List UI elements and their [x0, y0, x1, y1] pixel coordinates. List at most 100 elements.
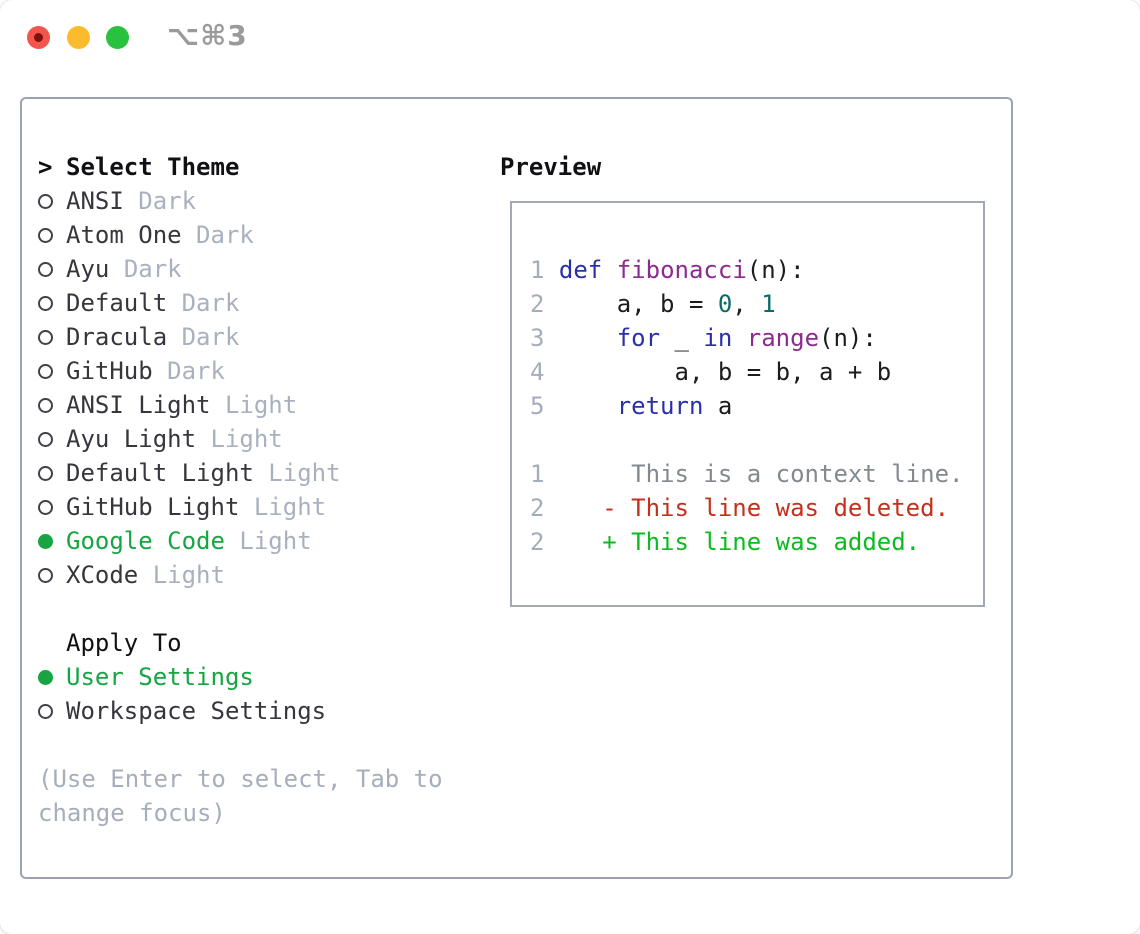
spacer	[38, 728, 443, 762]
theme-variant: Light	[152, 561, 225, 589]
apply-option[interactable]: Workspace Settings	[38, 694, 443, 728]
radio-icon	[38, 704, 53, 719]
theme-option[interactable]: Ayu Light Light	[38, 422, 443, 456]
code-segment: def	[558, 256, 603, 284]
theme-option[interactable]: XCode Light	[38, 558, 443, 592]
code-segment: 1	[530, 256, 545, 284]
code-segment: - This line was deleted.	[544, 494, 950, 522]
code-line: 5 return a	[530, 389, 983, 423]
radio-icon	[38, 432, 53, 447]
theme-variant: Light	[268, 459, 341, 487]
code-line: 1 def fibonacci(n):	[530, 253, 983, 287]
preview-title: Preview	[500, 153, 602, 181]
code-segment: 1	[530, 460, 545, 488]
code-segment: return	[616, 392, 704, 420]
cursor-prefix: >	[38, 153, 53, 181]
theme-name: Default	[66, 289, 168, 317]
theme-variant	[124, 184, 138, 218]
preview-pane: 1 def fibonacci(n): 2 a, b = 0, 1 3 for …	[510, 201, 985, 607]
apply-option[interactable]: User Settings	[38, 660, 443, 694]
radio-icon	[38, 330, 53, 345]
apply-option-label: User Settings	[66, 663, 254, 691]
theme-name: ANSI Light	[66, 391, 211, 419]
theme-name: GitHub Light	[66, 493, 240, 521]
code-segment: (n):	[819, 324, 877, 352]
theme-name: Dracula	[66, 323, 168, 351]
diff-added-line: 2 + This line was added.	[530, 525, 983, 559]
theme-option[interactable]: ANSI Light Light	[38, 388, 443, 422]
theme-option[interactable]: ANSI Dark	[38, 184, 443, 218]
diff-deleted-line: 2 - This line was deleted.	[530, 491, 983, 525]
code-segment: _	[660, 324, 704, 352]
code-segment: range	[746, 324, 820, 352]
radio-icon	[38, 466, 53, 481]
theme-variant: Dark	[196, 221, 254, 249]
theme-variant: Dark	[167, 357, 225, 385]
code-segment: a	[703, 392, 733, 420]
theme-name: Ayu Light	[66, 425, 197, 453]
radio-icon	[38, 568, 53, 583]
code-line: 2 a, b = 0, 1	[530, 287, 983, 321]
code-segment	[544, 324, 616, 352]
code-segment: (n):	[746, 256, 805, 284]
theme-variant: Light	[210, 425, 283, 453]
help-text-line: (Use Enter to select, Tab to	[38, 765, 443, 793]
code-segment	[530, 426, 544, 454]
theme-name: Google Code	[66, 527, 225, 555]
theme-name: Atom One	[66, 221, 182, 249]
radio-icon	[38, 398, 53, 413]
spacer	[38, 592, 443, 626]
theme-option[interactable]: Atom One Dark	[38, 218, 443, 252]
code-segment	[602, 256, 616, 284]
radio-icon	[38, 296, 53, 311]
code-segment: a, b = b, a + b	[544, 358, 892, 386]
code-segment: 1	[761, 290, 776, 318]
theme-option[interactable]: Ayu Dark	[38, 252, 443, 286]
diff-context-line: 1 This is a context line.	[530, 457, 983, 491]
code-segment: 5	[530, 392, 545, 420]
code-segment	[544, 392, 616, 420]
theme-option[interactable]: Default Light Light	[38, 456, 443, 490]
theme-variant: Dark	[181, 289, 240, 317]
theme-list: > Select Theme ANSI Dark Atom One Dark Ay…	[38, 150, 443, 830]
section-title: Apply To	[66, 629, 182, 657]
code-segment	[732, 324, 746, 352]
theme-option[interactable]: Google Code Light	[38, 524, 443, 558]
theme-variant: Dark	[138, 187, 197, 215]
minimize-button[interactable]	[67, 26, 90, 49]
keyboard-shortcut-label: ⌥⌘3	[167, 19, 248, 52]
code-segment: 0	[717, 290, 733, 318]
code-segment: 2	[530, 290, 545, 318]
code-segment: + This line was added.	[544, 528, 921, 556]
zoom-button[interactable]	[106, 26, 129, 49]
code-line: 3 for _ in range(n):	[530, 321, 983, 355]
titlebar: ⌥⌘3	[0, 0, 1140, 75]
code-segment: 4	[530, 358, 545, 386]
close-button[interactable]	[27, 26, 50, 49]
radio-icon	[38, 194, 53, 209]
code-line: 4 a, b = b, a + b	[530, 355, 983, 389]
code-segment: for	[616, 324, 661, 352]
theme-variant: Dark	[181, 323, 240, 351]
code-segment: 2	[530, 528, 545, 556]
theme-name: Default Light	[66, 459, 254, 487]
theme-name: XCode	[66, 561, 139, 589]
theme-name: ANSI	[66, 187, 124, 215]
theme-option[interactable]: GitHub Light Light	[38, 490, 443, 524]
code-segment: ,	[732, 290, 762, 318]
radio-icon	[38, 262, 53, 277]
code-segment	[544, 256, 558, 284]
theme-variant: Light	[224, 391, 298, 419]
theme-option[interactable]: Dracula Dark	[38, 320, 443, 354]
code-segment: This is a context line.	[544, 460, 964, 488]
code-line	[530, 423, 983, 457]
theme-option[interactable]: Default Dark	[38, 286, 443, 320]
apply-to-header: Apply To	[38, 626, 443, 660]
section-title: Select Theme	[66, 153, 240, 181]
theme-selector-panel: > Select Theme ANSI Dark Atom One Dark Ay…	[20, 97, 1013, 879]
select-theme-header: > Select Theme	[38, 150, 443, 184]
radio-icon	[38, 500, 53, 515]
code-segment: in	[703, 324, 733, 352]
theme-option[interactable]: GitHub Dark	[38, 354, 443, 388]
